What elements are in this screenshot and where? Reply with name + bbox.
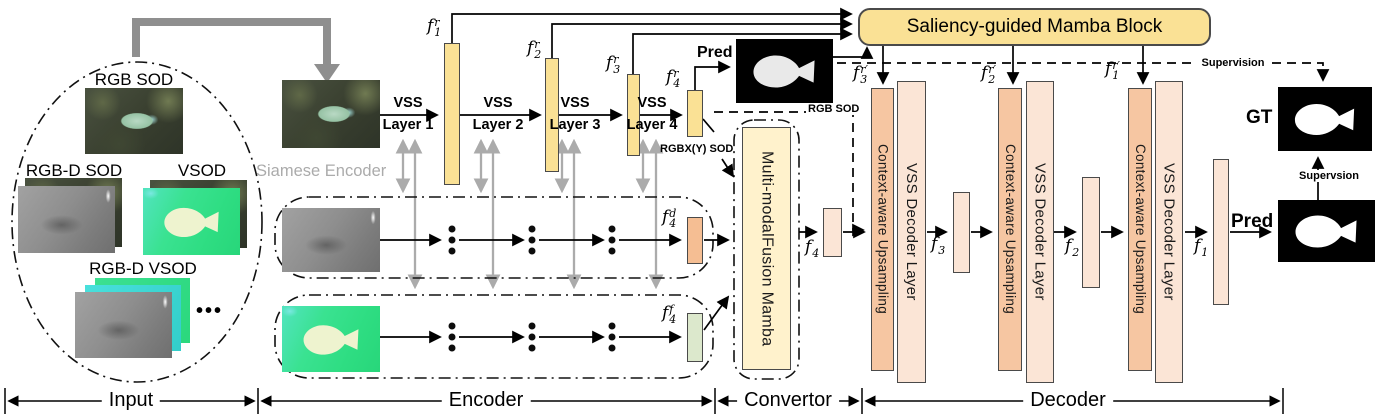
bracket-convertor-label: Convertor	[737, 389, 839, 412]
bracket-input-label: Input	[101, 389, 161, 412]
vsod-label: VSOD	[177, 161, 227, 180]
feature-bar-f1r	[444, 43, 460, 185]
supervision-right-label: Supervsion	[1292, 170, 1366, 183]
pred-fish-shape	[753, 55, 815, 88]
dashed-arrows	[714, 62, 1330, 237]
vss-decoder-layer-3: VSS Decoder Layer	[1155, 81, 1183, 383]
gt-label: GT	[1246, 107, 1273, 128]
rgb-sod-label: RGB SOD	[94, 70, 174, 89]
multimodal-fusion-mamba-block: Multi-modal Fusion Mamba	[742, 127, 791, 370]
more-modalities-dots: •••	[196, 300, 224, 322]
fusion-line1: Multi-modal	[758, 150, 776, 237]
vsod-flow-image	[143, 188, 240, 255]
depth-stream-image	[282, 208, 380, 272]
dashdot-containers	[11, 61, 800, 383]
layer-dots	[448, 225, 616, 352]
feature-bar-f3	[953, 192, 970, 273]
feature-bar-f3r	[627, 74, 640, 156]
rgb-sod-pred-image	[736, 39, 833, 103]
pred-bottom-label: Pred	[1231, 211, 1274, 232]
rgbd-vsod-label: RGB-D VSOD	[89, 259, 197, 278]
feature-bar-f4r	[687, 90, 703, 137]
bracket-encoder-label: Encoder	[441, 389, 531, 412]
feature-bar-f4d	[687, 217, 703, 264]
rgbd-sod-depth-image	[18, 186, 115, 253]
fusion-line2: Fusion Mamba	[758, 236, 776, 347]
weight-sharing-arrows	[395, 138, 664, 290]
encoder-rgb-input-image	[282, 80, 380, 148]
pred-top-label: Pred	[697, 44, 733, 61]
rgbd-vsod-depth-image	[75, 292, 172, 358]
solid-arrows	[380, 7, 1325, 344]
rgb-sod-tag: RGB SOD	[806, 103, 862, 116]
flow-fish-shape	[164, 207, 219, 238]
gt-image	[1278, 87, 1372, 151]
siamese-encoder-label: Siamese Encoder	[256, 162, 387, 180]
supervision-top-label: Supervision	[1196, 57, 1270, 70]
feature-bar-f4	[823, 208, 842, 257]
gt-fish-shape	[1294, 103, 1355, 135]
context-aware-upsampling-1: Context-aware Upsampling	[871, 88, 894, 371]
bracket-decoder-label: Decoder	[1023, 389, 1113, 412]
vss-decoder-layer-2: VSS Decoder Layer	[1026, 81, 1054, 383]
context-aware-upsampling-3: Context-aware Upsampling	[1128, 88, 1152, 371]
feature-bar-f1	[1213, 159, 1229, 305]
feature-bar-f2	[1082, 177, 1100, 288]
rgbd-sod-label: RGB-D SOD	[25, 161, 123, 180]
rgbxy-sod-tag: RGBX(Y) SOD	[660, 143, 734, 155]
pred-image	[1278, 200, 1375, 262]
rgb-sod-image	[85, 88, 183, 154]
flow-fish-shape	[303, 325, 359, 355]
vss-decoder-layer-1: VSS Decoder Layer	[897, 81, 926, 383]
flow-stream-image	[282, 306, 380, 372]
context-aware-upsampling-2: Context-aware Upsampling	[998, 88, 1022, 371]
pred-fish-shape	[1295, 215, 1357, 248]
saliency-guided-mamba-block: Saliency-guided Mamba Block	[858, 8, 1211, 46]
thick-copy-arrow	[132, 18, 340, 83]
feature-bar-f4f	[687, 313, 703, 362]
